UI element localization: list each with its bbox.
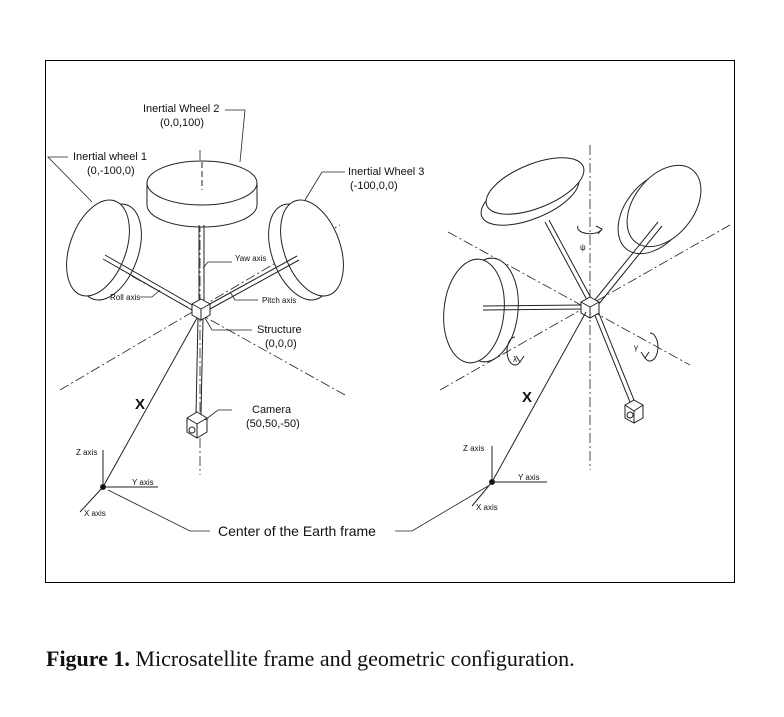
wheel2-coords: (0,0,100) [160,117,204,129]
lambda-angle-label: λ [513,355,517,364]
right-rods [482,219,663,403]
left-inertial-wheel-1 [66,199,142,301]
left-labels: Inertial Wheel 2 (0,0,100) Inertial whee… [73,103,424,518]
left-structure-cube [191,298,211,321]
left-y-axis-label: Y axis [132,478,154,487]
right-y-axis-label: Y axis [518,473,540,482]
gamma-angle-label: γ [634,343,638,352]
earth-frame-label: Center of the Earth frame [218,523,376,539]
left-camera [186,411,208,439]
wheel1-name: Inertial wheel 1 [73,151,147,163]
pitch-axis-label: Pitch axis [262,296,296,305]
left-inertial-wheel-2 [146,160,258,228]
left-rods [102,225,300,416]
earth-frame-leader-lines [107,485,489,532]
wheel1-coords: (0,-100,0) [87,165,135,177]
right-position-vector [491,311,587,483]
right-labels: ψ λ γ X Z axis Y axis X axis [463,243,638,512]
right-earth-frame-axes [471,446,547,507]
left-x-axis-label: X axis [84,509,106,518]
right-structure-cube [580,296,600,319]
figure-caption: Figure 1. Microsatellite frame and geome… [46,646,575,672]
wheel3-name: Inertial Wheel 3 [348,166,424,178]
camera-name: Camera [252,404,292,416]
left-earth-frame-axes [79,450,158,513]
camera-coords: (50,50,-50) [246,418,300,430]
roll-axis-label: Roll axis [110,293,140,302]
left-z-axis-label: Z axis [76,448,97,457]
right-x-axis-label: X axis [476,503,498,512]
psi-angle-label: ψ [580,243,586,252]
rotation-arrow-psi [577,225,603,235]
right-wheel-upper-right [617,164,702,255]
left-leader-lines [47,109,345,421]
right-position-vector-label: X [522,389,532,406]
wheel3-coords: (-100,0,0) [350,180,398,192]
figure-frame [45,60,735,583]
figure-caption-label: Figure 1. [46,646,130,671]
right-wheel-left [443,257,519,364]
right-camera [624,399,644,424]
rotation-arrow-gamma [640,332,659,362]
structure-name: Structure [257,324,302,336]
figure-caption-text: Microsatellite frame and geometric confi… [135,646,575,671]
left-inertial-wheel-3 [268,199,344,301]
left-position-vector-label: X [135,396,145,413]
yaw-axis-label: Yaw axis [235,254,266,263]
right-wheel-top [480,157,585,226]
structure-coords: (0,0,0) [265,338,297,350]
wheel2-name: Inertial Wheel 2 [143,103,219,115]
left-position-vector [102,317,198,488]
rotation-arrow-lambda [506,336,525,366]
right-z-axis-label: Z axis [463,444,484,453]
